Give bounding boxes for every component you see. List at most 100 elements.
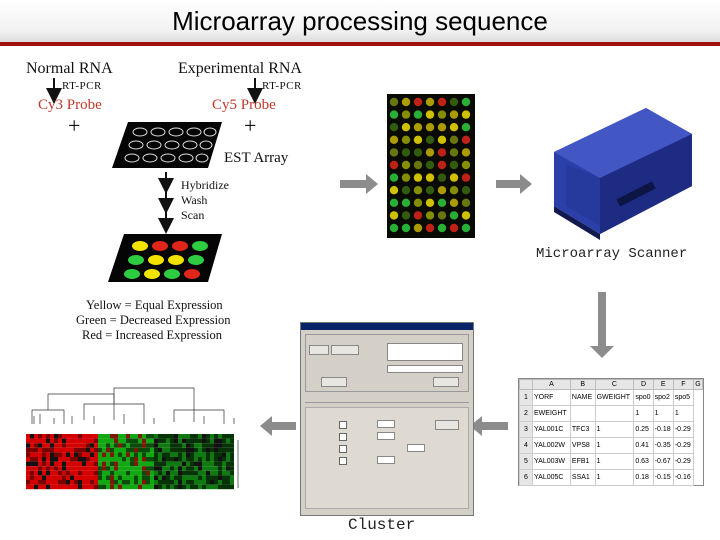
sheet-cell: -0.16 [672, 469, 694, 486]
array-spot [425, 186, 435, 195]
array-spot [449, 110, 459, 119]
sheet-column-header: A [532, 379, 571, 390]
heatmap-cell [210, 461, 214, 467]
heatmap-cell [118, 438, 122, 444]
heatmap-cell [30, 461, 34, 467]
maxval-input[interactable] [377, 456, 395, 464]
heatmap-cell [78, 452, 82, 457]
heatmap-cell [158, 480, 162, 485]
heatmap-cell [106, 452, 110, 457]
heatmap-cell [74, 461, 78, 467]
heatmap-cell [46, 452, 50, 457]
heatmap-cell [146, 470, 150, 476]
heatmap-cell [186, 457, 190, 462]
load-file-button[interactable] [309, 345, 329, 355]
sd-checkbox[interactable] [339, 433, 347, 441]
heatmap-cell [102, 470, 106, 476]
array-spot [425, 173, 435, 182]
file-format-help-button[interactable] [331, 345, 359, 355]
heatmap-cell [222, 466, 226, 471]
array-spot [389, 223, 399, 233]
heatmap-cell [126, 452, 130, 457]
heatmap-cell [98, 475, 102, 480]
heatmap-cell [170, 434, 174, 439]
heatmap-cell [198, 434, 202, 439]
heatmap-cell [198, 466, 202, 471]
observations-input[interactable] [407, 444, 425, 452]
heatmap-cell [90, 484, 94, 490]
heatmap-cell [130, 447, 134, 453]
heatmap-cell [194, 480, 198, 485]
heatmap-cell [90, 470, 94, 476]
heatmap-cell [70, 452, 74, 457]
scanned-array-image [387, 94, 475, 238]
heatmap-cell [186, 484, 190, 490]
heatmap-cell [78, 484, 82, 490]
heatmap-cell [166, 438, 170, 444]
heatmap-cell [106, 475, 110, 480]
file-loaded-field[interactable] [387, 343, 463, 361]
color-legend: Yellow = Equal Expression Green = Decrea… [76, 298, 231, 343]
heatmap-cell [34, 484, 38, 490]
heatmap-cell [162, 484, 166, 490]
heatmap-cell [102, 461, 106, 467]
heatmap-cell [38, 443, 42, 448]
heatmap-cell [182, 466, 186, 471]
heatmap-cell [178, 466, 182, 471]
heatmap-cell [114, 434, 118, 439]
sheet-cell: EWEIGHT [532, 405, 571, 422]
percent-present-checkbox[interactable] [339, 421, 347, 429]
heatmap-cell [198, 480, 202, 485]
heatmap-cell [182, 434, 186, 439]
heatmap-cell [198, 443, 202, 448]
sheet-cell: -0.29 [672, 437, 694, 454]
heatmap-cell [230, 475, 234, 480]
filter-button[interactable] [435, 420, 459, 430]
heatmap-cell [134, 480, 138, 485]
array-spot [401, 186, 411, 195]
heatmap-cell [74, 443, 78, 448]
heatmap-cell [114, 475, 118, 480]
heatmap-cell [158, 466, 162, 471]
array-spot [449, 186, 459, 195]
heatmap-cell [170, 461, 174, 467]
heatmap-cell [62, 438, 66, 444]
heatmap-cell [158, 470, 162, 476]
maxval-minval-checkbox[interactable] [339, 457, 347, 465]
heatmap-cell [142, 484, 146, 490]
heatmap-cell [86, 475, 90, 480]
heatmap-cell [98, 443, 102, 448]
heatmap-cell [94, 470, 98, 476]
heatmap-cell [94, 484, 98, 490]
heatmap-cell [58, 470, 62, 476]
read-manual-button[interactable] [321, 377, 347, 387]
sheet-cell: 1 [594, 469, 635, 486]
heatmap-cell [190, 434, 194, 439]
sd-input[interactable] [377, 432, 395, 440]
sheet-cell: -0.18 [652, 421, 674, 438]
cluster-tabs[interactable] [305, 396, 469, 403]
array-spot [461, 135, 471, 144]
heatmap-cell [46, 470, 50, 476]
heatmap-cell [102, 452, 106, 457]
heatmap-cell [122, 475, 126, 480]
heatmap-cell [130, 470, 134, 476]
heatmap-cell [218, 470, 222, 476]
heatmap-cell [174, 457, 178, 462]
heatmap-cell [174, 447, 178, 453]
heatmap-cell [194, 438, 198, 444]
array-spot [389, 173, 399, 182]
heatmap-cell [82, 470, 86, 476]
save-button[interactable] [433, 377, 459, 387]
heatmap-cell [82, 434, 86, 439]
heatmap-cell [194, 475, 198, 480]
heatmap-cell [190, 452, 194, 457]
at-least-checkbox[interactable] [339, 445, 347, 453]
job-name-field[interactable] [387, 365, 463, 373]
array-spot [461, 198, 471, 207]
heatmap-cell [134, 434, 138, 439]
percent-present-input[interactable] [377, 420, 395, 428]
sheet-cell: 1 [652, 405, 674, 422]
